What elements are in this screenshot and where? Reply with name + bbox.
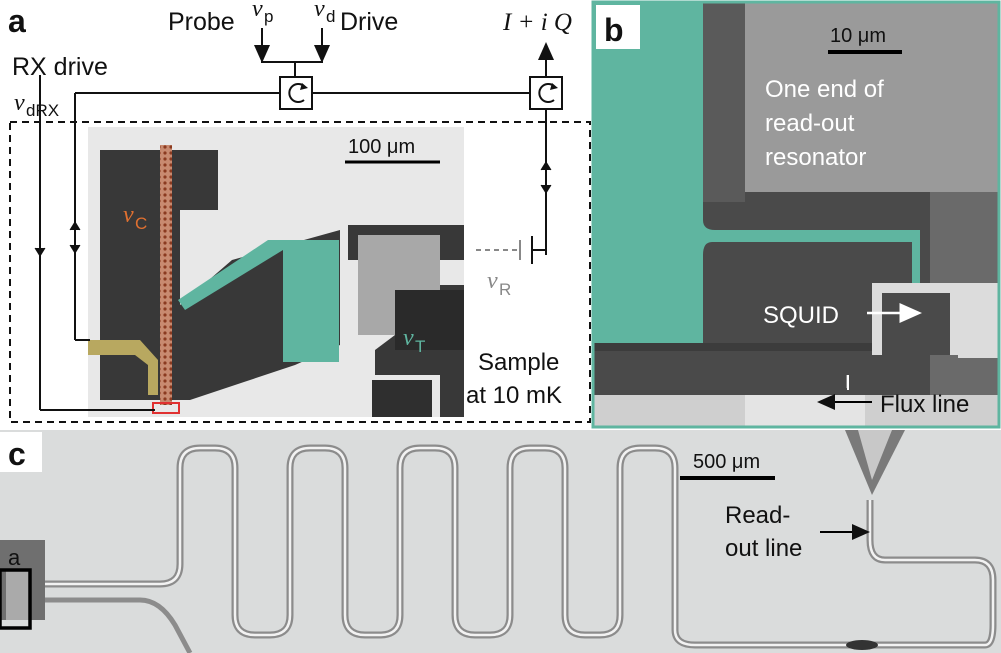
sample-label-2: at 10 mK [466,382,562,409]
sample-label-1: Sample [478,349,559,376]
panel-letter-a: a [8,3,26,39]
panel-letter-b: b [604,12,624,48]
panel-letter-b-bg [596,5,640,49]
circulator-drive [279,76,313,110]
qubit-pad [283,240,339,362]
circulator-readout [529,76,563,110]
vd-subscript: d [326,7,335,26]
readout-label-2: out line [725,535,802,562]
cavity-coupler-box [152,402,180,414]
rx-line [88,340,158,395]
vr-subscript: R [499,280,511,299]
vt-label: v [403,325,414,351]
drive-label: Drive [340,8,398,36]
resonator-end [745,2,999,192]
scale-label-a: 100 μm [348,136,415,158]
resonator-label-3: resonator [765,144,866,171]
panel-b [591,0,1001,429]
vdrx-label: v [14,90,25,116]
panel-letter-c-bg [0,432,42,472]
panel-c [0,430,1001,653]
cavity-strip [160,145,172,405]
sample-box [9,121,591,423]
vdrx-subscript: dRX [26,101,59,120]
qubit-pad-green [593,2,920,343]
readout-label-1: Read- [725,502,790,529]
panel-c-substrate [0,430,1001,653]
coupler-element [846,640,878,650]
vp-label: v [252,0,263,22]
vp-subscript: p [264,7,273,26]
vr-label: v [487,268,498,294]
resonator-label-2: read-out [765,110,855,137]
vc-label: v [123,202,134,228]
vt-subscript: T [415,337,425,356]
panel-letter-c: c [8,436,26,472]
panel-a [9,28,591,423]
squid-label: SQUID [763,302,839,329]
probe-label: Probe [168,8,235,36]
scale-label-b: 10 μm [830,25,886,47]
resonator-label-1: One end of [765,76,884,103]
scale-label-c: 500 μm [693,451,760,473]
qubit-arm [178,240,283,310]
rx-drive-label: RX drive [12,53,108,81]
flux-line-label: Flux line [880,391,969,418]
inset-a-label: a [8,545,21,570]
flux-mark: I [845,372,850,392]
output-label: I + i Q [502,9,572,36]
vc-subscript: C [135,214,147,233]
vd-label: v [314,0,325,22]
inset-a-box [0,568,32,630]
panel-b-border [591,0,1001,429]
